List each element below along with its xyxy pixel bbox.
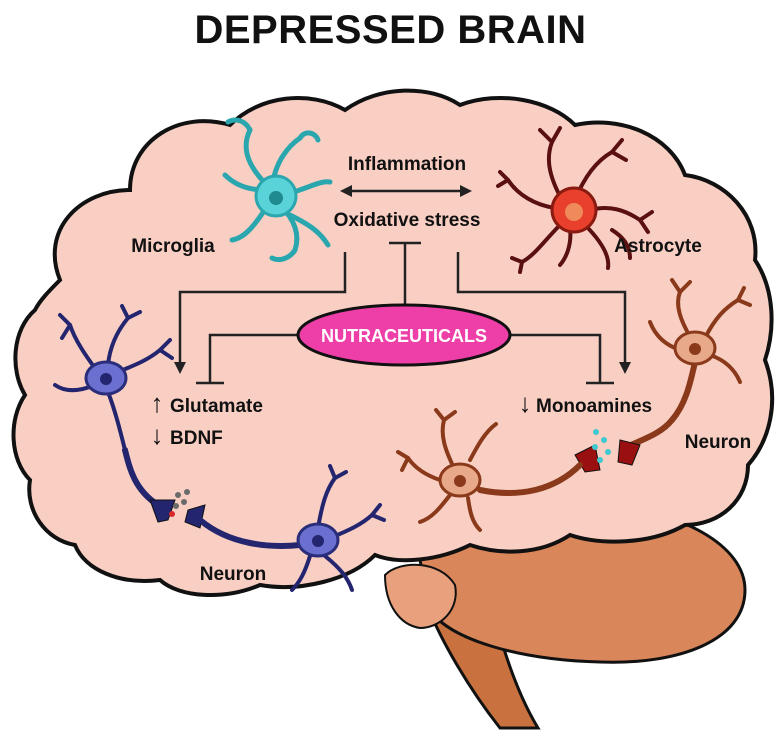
monoamines-down-arrow: ↓ [519, 388, 532, 418]
monoamines-label: Monoamines [536, 396, 652, 417]
glutamate-label: Glutamate [170, 396, 263, 417]
astrocyte-label: Astrocyte [614, 236, 702, 257]
bdnf-label: BDNF [170, 428, 223, 449]
pons [385, 565, 456, 628]
microglia-label: Microglia [131, 236, 215, 257]
glutamate-up-arrow: ↑ [151, 388, 164, 418]
oxidative-stress-label: Oxidative stress [334, 210, 481, 231]
inflammation-label: Inflammation [348, 154, 466, 175]
neuron-right-label: Neuron [685, 432, 752, 453]
neuron-left-label: Neuron [200, 564, 267, 585]
nutraceuticals-label: NUTRACEUTICALS [321, 326, 487, 346]
bdnf-down-arrow: ↓ [151, 420, 164, 450]
